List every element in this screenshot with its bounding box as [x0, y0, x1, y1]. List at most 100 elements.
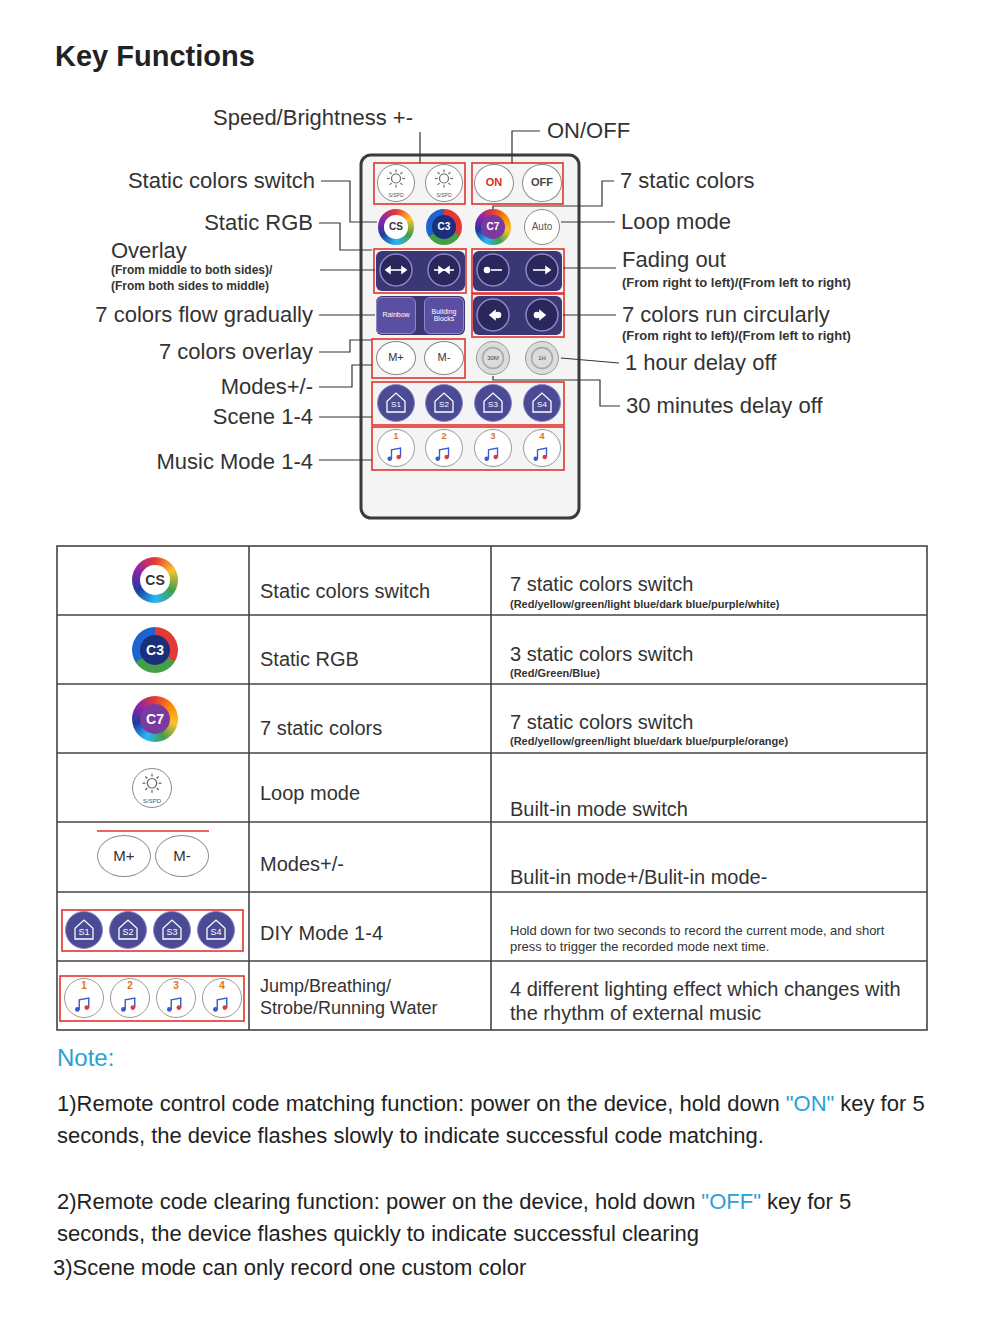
button-label: 1H	[538, 355, 546, 361]
timer-button: 1H	[525, 341, 559, 375]
table-cell: 4 different lighting effect which change…	[510, 977, 920, 1025]
note-text: 2)Remote code clearing function: power o…	[57, 1186, 937, 1250]
table-cell: (Red/Green/Blue)	[510, 667, 600, 679]
scene-button: S3	[153, 911, 191, 949]
scene-button: S4	[523, 384, 561, 422]
button-label: S/SPD	[143, 798, 161, 804]
button-label: M+	[113, 848, 134, 864]
table-cell: Static colors switch	[260, 580, 430, 603]
table-cell: 7 static colors	[260, 717, 382, 740]
callout-sublabel: (From both sides to middle)	[111, 279, 269, 293]
callout-label: Speed/Brightness +-	[213, 105, 413, 131]
callout-label: Modes+/-	[221, 374, 313, 400]
callout-sublabel: (From middle to both sides)/	[111, 263, 272, 277]
color-button: C3	[426, 209, 462, 245]
mode-button: Auto	[524, 209, 560, 245]
button-label: S1	[78, 928, 89, 937]
table-cell: 7 static colors switch	[510, 573, 693, 596]
callout-label: 1 hour delay off	[625, 350, 776, 376]
speed-button: S/SPD	[132, 768, 172, 808]
callout-label: 7 colors overlay	[159, 339, 313, 365]
button-label: S2	[439, 401, 449, 409]
table-cell: Bulit-in mode+/Bulit-in mode-	[510, 866, 767, 889]
callout-label: 7 colors run circularly	[622, 302, 830, 328]
music-button: 3	[156, 978, 196, 1018]
callout-label: 7 colors flow gradually	[95, 302, 313, 328]
button-label: M-	[438, 352, 451, 364]
table-cell: 7 static colors switch	[510, 711, 693, 734]
button-label: 1	[81, 981, 87, 992]
button-label: CS	[140, 565, 170, 595]
page-title: Key Functions	[55, 40, 255, 73]
table-cell: Hold down for two seconds to record the …	[510, 923, 915, 954]
callout-label: Scene 1-4	[213, 404, 313, 430]
button-label: M-	[173, 848, 191, 864]
button-label: 4	[539, 432, 544, 441]
button-label: Building Blocks	[426, 308, 462, 323]
mode-button: M-	[424, 341, 464, 375]
button-label: C7	[140, 704, 170, 734]
button-label: 2	[441, 432, 446, 441]
table-cell: Static RGB	[260, 648, 359, 671]
table-cell: 3 static colors switch	[510, 643, 693, 666]
button-label: S/SPD	[388, 193, 403, 198]
note-text: 1)Remote control code matching function:…	[57, 1088, 937, 1152]
callout-label: ON/OFF	[547, 118, 630, 144]
note-text: "ON"	[786, 1091, 835, 1116]
table-cell: Jump/Breathing/ Strobe/Running Water	[260, 976, 485, 1019]
note-text: 3)Scene mode can only record one custom …	[53, 1252, 933, 1284]
speed-button: S/SPD	[425, 164, 463, 202]
button-label: S2	[122, 928, 133, 937]
color-button: C7	[475, 209, 511, 245]
power-button: OFF	[522, 164, 562, 202]
music-button: 1	[64, 978, 104, 1018]
button-label: OFF	[531, 177, 553, 189]
color-button: CS	[132, 557, 178, 603]
button-label: CS	[384, 215, 408, 239]
button-label: S1	[391, 401, 401, 409]
callout-label: Fading out	[622, 247, 726, 273]
power-button: ON	[474, 164, 514, 202]
callout-label: Loop mode	[621, 209, 731, 235]
table-cell: (Red/yellow/green/light blue/dark blue/p…	[510, 598, 780, 610]
color-button: C7	[132, 696, 178, 742]
table-cell: (Red/yellow/green/light blue/dark blue/p…	[510, 735, 788, 747]
button-label: S3	[488, 401, 498, 409]
button-label: C3	[140, 635, 170, 665]
music-button: 4	[202, 978, 242, 1018]
scene-button: S4	[197, 911, 235, 949]
music-button: 1	[377, 429, 415, 467]
button-label: 30M	[487, 355, 499, 361]
button-label: 2	[127, 981, 133, 992]
callout-label: Static colors switch	[128, 168, 315, 194]
button-label: S3	[166, 928, 177, 937]
button-label: M+	[388, 352, 404, 364]
table-cell: DIY Mode 1-4	[260, 922, 383, 945]
remote-body	[361, 155, 579, 518]
callout-label: 7 static colors	[620, 168, 755, 194]
note-text: 1)Remote control code matching function:…	[57, 1091, 780, 1116]
button-label: ON	[486, 177, 503, 189]
music-button: 2	[425, 429, 463, 467]
music-button: 3	[474, 429, 512, 467]
scene-button: S1	[377, 384, 415, 422]
callout-label: Music Mode 1-4	[156, 449, 313, 475]
timer-button: 30M	[476, 341, 510, 375]
leader-lines	[319, 131, 620, 460]
speed-button: S/SPD	[377, 164, 415, 202]
scene-button: S2	[425, 384, 463, 422]
table-cell: Loop mode	[260, 782, 360, 805]
note-text: "OFF"	[701, 1189, 761, 1214]
table-grid	[57, 546, 927, 1030]
callout-label: Overlay	[111, 238, 187, 264]
button-label: C7	[481, 215, 505, 239]
callout-sublabel: (From right to left)/(From left to right…	[622, 275, 851, 290]
note-text: 3)Scene mode can only record one custom …	[53, 1255, 526, 1280]
button-label: S4	[537, 401, 547, 409]
note-text: 2)Remote code clearing function: power o…	[57, 1189, 695, 1214]
button-label: S/SPD	[436, 193, 451, 198]
color-button: C3	[132, 627, 178, 673]
button-label: 3	[173, 981, 179, 992]
button-label: 1	[393, 432, 398, 441]
callout-sublabel: (From right to left)/(From left to right…	[622, 328, 851, 343]
